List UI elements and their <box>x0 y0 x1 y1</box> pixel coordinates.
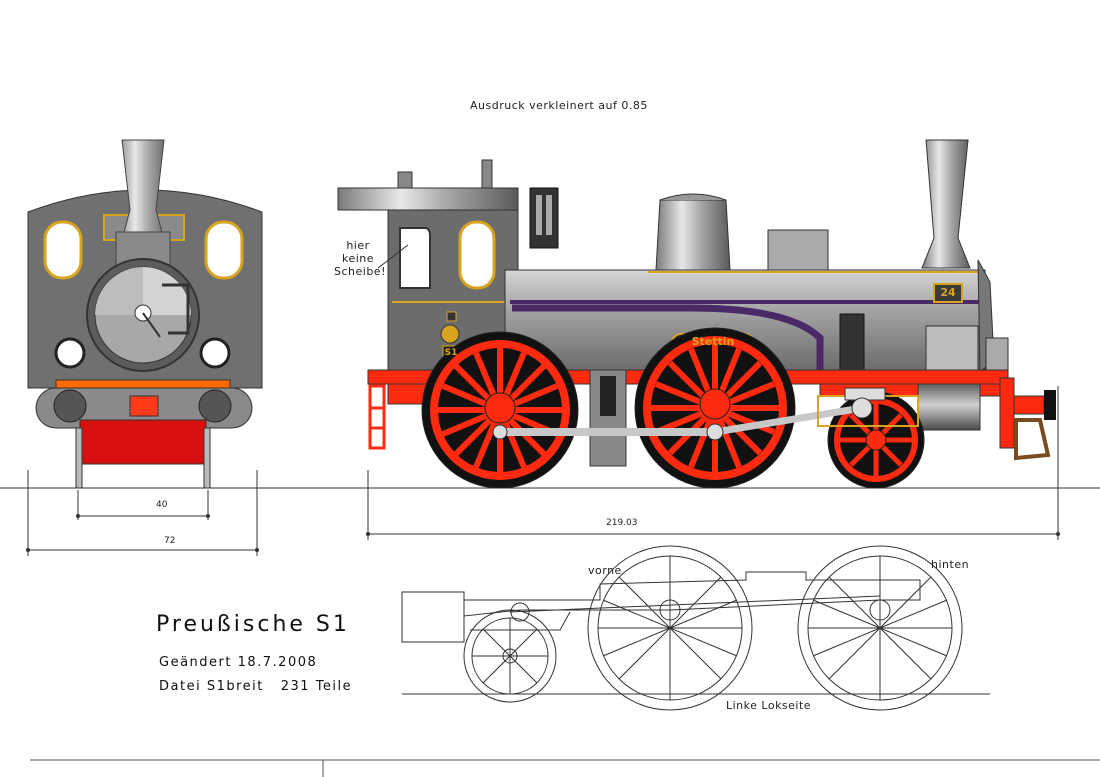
annotation-line-2: keine <box>341 252 375 265</box>
label-rear: hinten <box>931 558 970 571</box>
driving-wheel-front <box>634 327 796 489</box>
nameplate: Stettin <box>691 335 735 348</box>
drawing-title: Preußische S1 <box>156 612 350 637</box>
leading-wheel <box>827 391 925 489</box>
label-front: vorne <box>588 564 622 577</box>
class-plate: S1 <box>444 348 458 358</box>
driving-wheel-rear <box>421 331 579 489</box>
changed-date: Geändert 18.7.2008 <box>159 655 318 670</box>
dimension-length: 219.03 <box>606 518 638 528</box>
annotation-line-3: Scheibe! <box>334 265 386 278</box>
side-view <box>337 139 1060 540</box>
file-info: Datei S1breit 231 Teile <box>159 679 353 694</box>
dimension-front-inner: 40 <box>156 500 168 510</box>
annotation-no-window: hier keine Scheibe! <box>334 239 386 278</box>
print-note: Ausdruck verkleinert auf 0.85 <box>470 99 648 112</box>
front-view <box>26 139 263 556</box>
number-plate: 24 <box>940 286 956 299</box>
annotation-line-1: hier <box>346 239 370 252</box>
dimension-front-outer: 72 <box>164 536 176 546</box>
label-left-side: Linke Lokseite <box>726 699 812 712</box>
chassis-schematic <box>401 545 990 711</box>
